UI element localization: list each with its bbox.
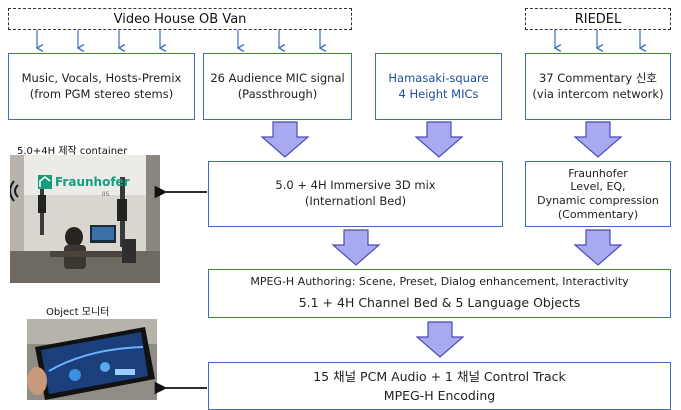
monitor-caption: Object 모니터 bbox=[46, 307, 110, 318]
arrow-mix-to-authoring bbox=[331, 229, 381, 266]
immersive-mix-box: 5.0 + 4H Immersive 3D mix (Internationl … bbox=[208, 161, 503, 227]
hamasaki-subtitle: 4 Height MICs bbox=[398, 86, 479, 101]
audience-mic-box: 26 Audience MIC signal (Passthrough) bbox=[203, 53, 352, 120]
ob-van-label: Video House OB Van bbox=[113, 11, 247, 27]
monitor-photo bbox=[27, 319, 157, 400]
fraunhofer-logo-text: Fraunhofer bbox=[55, 175, 130, 189]
arrow-audience-to-mix bbox=[260, 121, 310, 158]
immersive-mix-title: 5.0 + 4H Immersive 3D mix bbox=[275, 178, 436, 193]
commentary-box: 37 Commentary 신호 (via intercom network) bbox=[525, 53, 671, 120]
ob-van-header: Video House OB Van bbox=[8, 8, 352, 30]
connector-lines bbox=[0, 30, 681, 400]
fraunhofer-commentary: (Commentary) bbox=[557, 207, 639, 221]
arrow-hamasaki-to-mix bbox=[414, 121, 464, 158]
arrow-authoring-to-encoding bbox=[415, 321, 465, 358]
immersive-mix-subtitle: (Internationl Bed) bbox=[304, 194, 407, 208]
hamasaki-box: Hamasaki-square 4 Height MICs bbox=[375, 53, 502, 120]
container-caption: 5.0+4H 제작 container bbox=[17, 146, 128, 157]
audience-mic-subtitle: (Passthrough) bbox=[237, 86, 318, 101]
authoring-features: MPEG-H Authoring: Scene, Preset, Dialog … bbox=[250, 275, 629, 289]
fraunhofer-level-eq: Level, EQ, bbox=[570, 180, 626, 194]
fraunhofer-title: Fraunhofer bbox=[568, 166, 628, 180]
fraunhofer-compression: Dynamic compression bbox=[537, 194, 659, 207]
arrow-fraunhofer-to-authoring bbox=[573, 229, 623, 266]
commentary-subtitle: (via intercom network) bbox=[532, 86, 664, 101]
audience-mic-title: 26 Audience MIC signal bbox=[210, 70, 345, 85]
premix-subtitle: (from PGM stereo stems) bbox=[29, 86, 174, 101]
premix-box: Music, Vocals, Hosts-Premix (from PGM st… bbox=[8, 53, 195, 120]
container-photo: Fraunhofer IIS bbox=[10, 155, 160, 283]
fraunhofer-iis-text: IIS bbox=[102, 191, 110, 198]
arrow-commentary-to-fraunhofer bbox=[573, 121, 623, 158]
fraunhofer-logo-icon bbox=[38, 175, 52, 189]
photo-pointers bbox=[154, 185, 207, 395]
block-arrows bbox=[260, 121, 623, 358]
premix-title: Music, Vocals, Hosts-Premix bbox=[21, 70, 182, 85]
riedel-header: RIEDEL bbox=[525, 8, 671, 30]
mpegh-authoring-box: MPEG-H Authoring: Scene, Preset, Dialog … bbox=[208, 269, 671, 318]
encoding-title: MPEG-H Encoding bbox=[383, 387, 496, 403]
fraunhofer-logo: Fraunhofer bbox=[38, 175, 130, 189]
encoding-pcm-audio: 15 채널 PCM Audio + 1 채널 Control Track bbox=[313, 369, 566, 384]
authoring-channel-bed: 5.1 + 4H Channel Bed & 5 Language Object… bbox=[298, 294, 581, 310]
commentary-title: 37 Commentary 신호 bbox=[538, 70, 658, 85]
riedel-label: RIEDEL bbox=[574, 11, 622, 27]
hamasaki-title: Hamasaki-square bbox=[388, 70, 489, 85]
fraunhofer-box: Fraunhofer Level, EQ, Dynamic compressio… bbox=[525, 161, 671, 227]
